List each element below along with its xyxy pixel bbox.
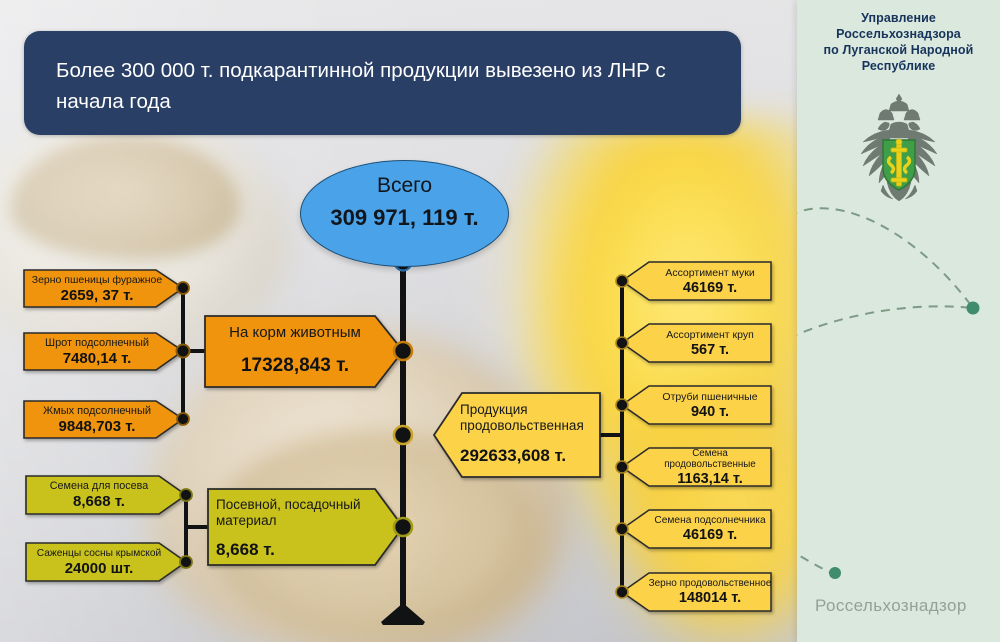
yellow-child-1	[620, 261, 772, 301]
orange-child-2	[23, 332, 185, 371]
branch-seed-connectors	[184, 495, 208, 562]
background-grain-left	[10, 135, 240, 260]
double-headed-eagle-emblem-icon	[859, 93, 938, 202]
page-title: Более 300 000 т. подкарантинной продукци…	[56, 55, 716, 117]
node-label: Ассортимент муки	[665, 266, 755, 279]
page-title-line-2: с начала года	[56, 59, 666, 113]
node-value: 24000 шт.	[64, 559, 134, 577]
node-value: 7480,14 т.	[62, 349, 132, 367]
node-label: Семена подсолнечника	[654, 515, 766, 526]
node-food-child-3: Отруби пшеничные 940 т.	[649, 386, 771, 424]
yellow-child-2	[620, 323, 772, 363]
yellow-child-4	[620, 447, 772, 487]
node-label: Ассортимент круп	[666, 328, 754, 341]
dashed-arc-endpoint-dot	[966, 301, 980, 315]
node-value: 940 т.	[690, 403, 730, 420]
sidebar: Управление Россельхознадзора по Луганско…	[797, 0, 1000, 642]
trunk-base-icon	[381, 603, 425, 622]
node-label-line-1: Продукция	[460, 402, 528, 417]
branch-food-connectors	[600, 281, 624, 592]
orange-child-3	[23, 400, 185, 439]
dashed-arc-upper	[797, 207, 974, 309]
node-feed-child-2: Шрот подсолнечный 7480,14 т.	[24, 333, 170, 370]
org-title-line-3: по Луганской Народной	[823, 43, 974, 57]
dashed-arc-bottom	[797, 552, 830, 573]
node-value: 567 т.	[690, 341, 730, 358]
yellow-parent-shape	[432, 392, 601, 478]
node-value: 148014 т.	[678, 590, 742, 606]
node-dots	[175, 252, 629, 599]
node-value: 8,668 т.	[216, 540, 275, 559]
yellow-child-6	[620, 572, 772, 612]
node-label-line-1: Посевной, посадочный	[216, 497, 361, 512]
title-banner: Более 300 000 т. подкарантинной продукци…	[24, 31, 741, 135]
node-label-line-2: продовольственная	[460, 418, 584, 433]
node-food-child-2: Ассортимент круп 567 т.	[649, 324, 771, 362]
node-label: Семена продовольственные	[664, 447, 756, 470]
yellow-child-3	[620, 385, 772, 425]
orange-parent-shape	[204, 315, 405, 388]
page-title-line-1: Более 300 000 т. подкарантинной продукци…	[56, 59, 650, 82]
node-label: Зерно пшеницы фуражное	[31, 273, 163, 286]
node-label: Жмых подсолнечный	[42, 404, 152, 417]
node-value: 9848,703 т.	[58, 417, 136, 435]
node-value: 8,668 т.	[73, 493, 125, 510]
node-value: 17328,843 т.	[240, 355, 349, 376]
node-label: Зерно продовольственное	[648, 578, 772, 589]
org-title-line-1: Управление	[861, 11, 936, 25]
node-value: 292633,608 т.	[460, 446, 567, 465]
node-label: Семена для посева	[49, 480, 149, 492]
root-node-total: Всего 309 971, 119 т.	[300, 160, 509, 267]
node-value: 46169 т.	[682, 527, 738, 543]
org-title-line-4: Республике	[861, 59, 936, 73]
olive-child-1	[25, 475, 188, 515]
node-food-child-6: Зерно продовольственное 148014 т.	[647, 573, 773, 611]
node-feed-parent: На корм животным 17328,843 т.	[205, 316, 385, 387]
olive-parent-shape	[207, 488, 405, 566]
node-feed-child-3: Жмых подсолнечный 9848,703 т.	[24, 401, 170, 438]
root-node-value: 309 971, 119 т.	[330, 205, 479, 230]
node-food-child-5: Семена подсолнечника 46169 т.	[647, 510, 773, 548]
dashed-arc-lower	[797, 305, 974, 336]
node-label: Саженцы сосны крымской	[36, 547, 162, 559]
olive-child-2	[25, 542, 188, 582]
node-food-parent: Продукция продовольственная 292633,608 т…	[452, 393, 598, 477]
node-label: Отруби пшеничные	[662, 390, 758, 403]
node-value: 1163,14 т.	[677, 470, 743, 487]
node-food-child-4: Семена продовольственные 1163,14 т.	[647, 447, 773, 487]
sidebar-decoration	[797, 207, 980, 579]
org-title-line-2: Россельхознадзора	[836, 27, 961, 41]
node-label-line-2: материал	[216, 513, 277, 528]
node-seed-child-2: Саженцы сосны крымской 24000 шт.	[26, 543, 172, 581]
node-value: 2659, 37 т.	[60, 286, 134, 304]
yellow-child-5	[620, 509, 772, 549]
node-label: На корм животным	[229, 324, 361, 341]
org-title: Управление Россельхознадзора по Луганско…	[797, 10, 1000, 74]
node-seed-parent: Посевной, посадочный материал 8,668 т.	[208, 489, 386, 565]
node-seed-child-1: Семена для посева 8,668 т.	[26, 476, 172, 514]
node-value: 46169 т.	[682, 279, 738, 296]
orange-child-1	[23, 269, 185, 308]
dashed-arc-bottom-dot	[829, 567, 841, 579]
node-feed-child-1: Зерно пшеницы фуражное 2659, 37 т.	[24, 270, 170, 307]
node-label: Шрот подсолнечный	[44, 336, 150, 349]
root-node-label: Всего	[376, 174, 433, 197]
node-food-child-1: Ассортимент муки 46169 т.	[649, 262, 771, 300]
watermark-rosselkhoznadzor: Россельхознадзор	[815, 596, 967, 615]
